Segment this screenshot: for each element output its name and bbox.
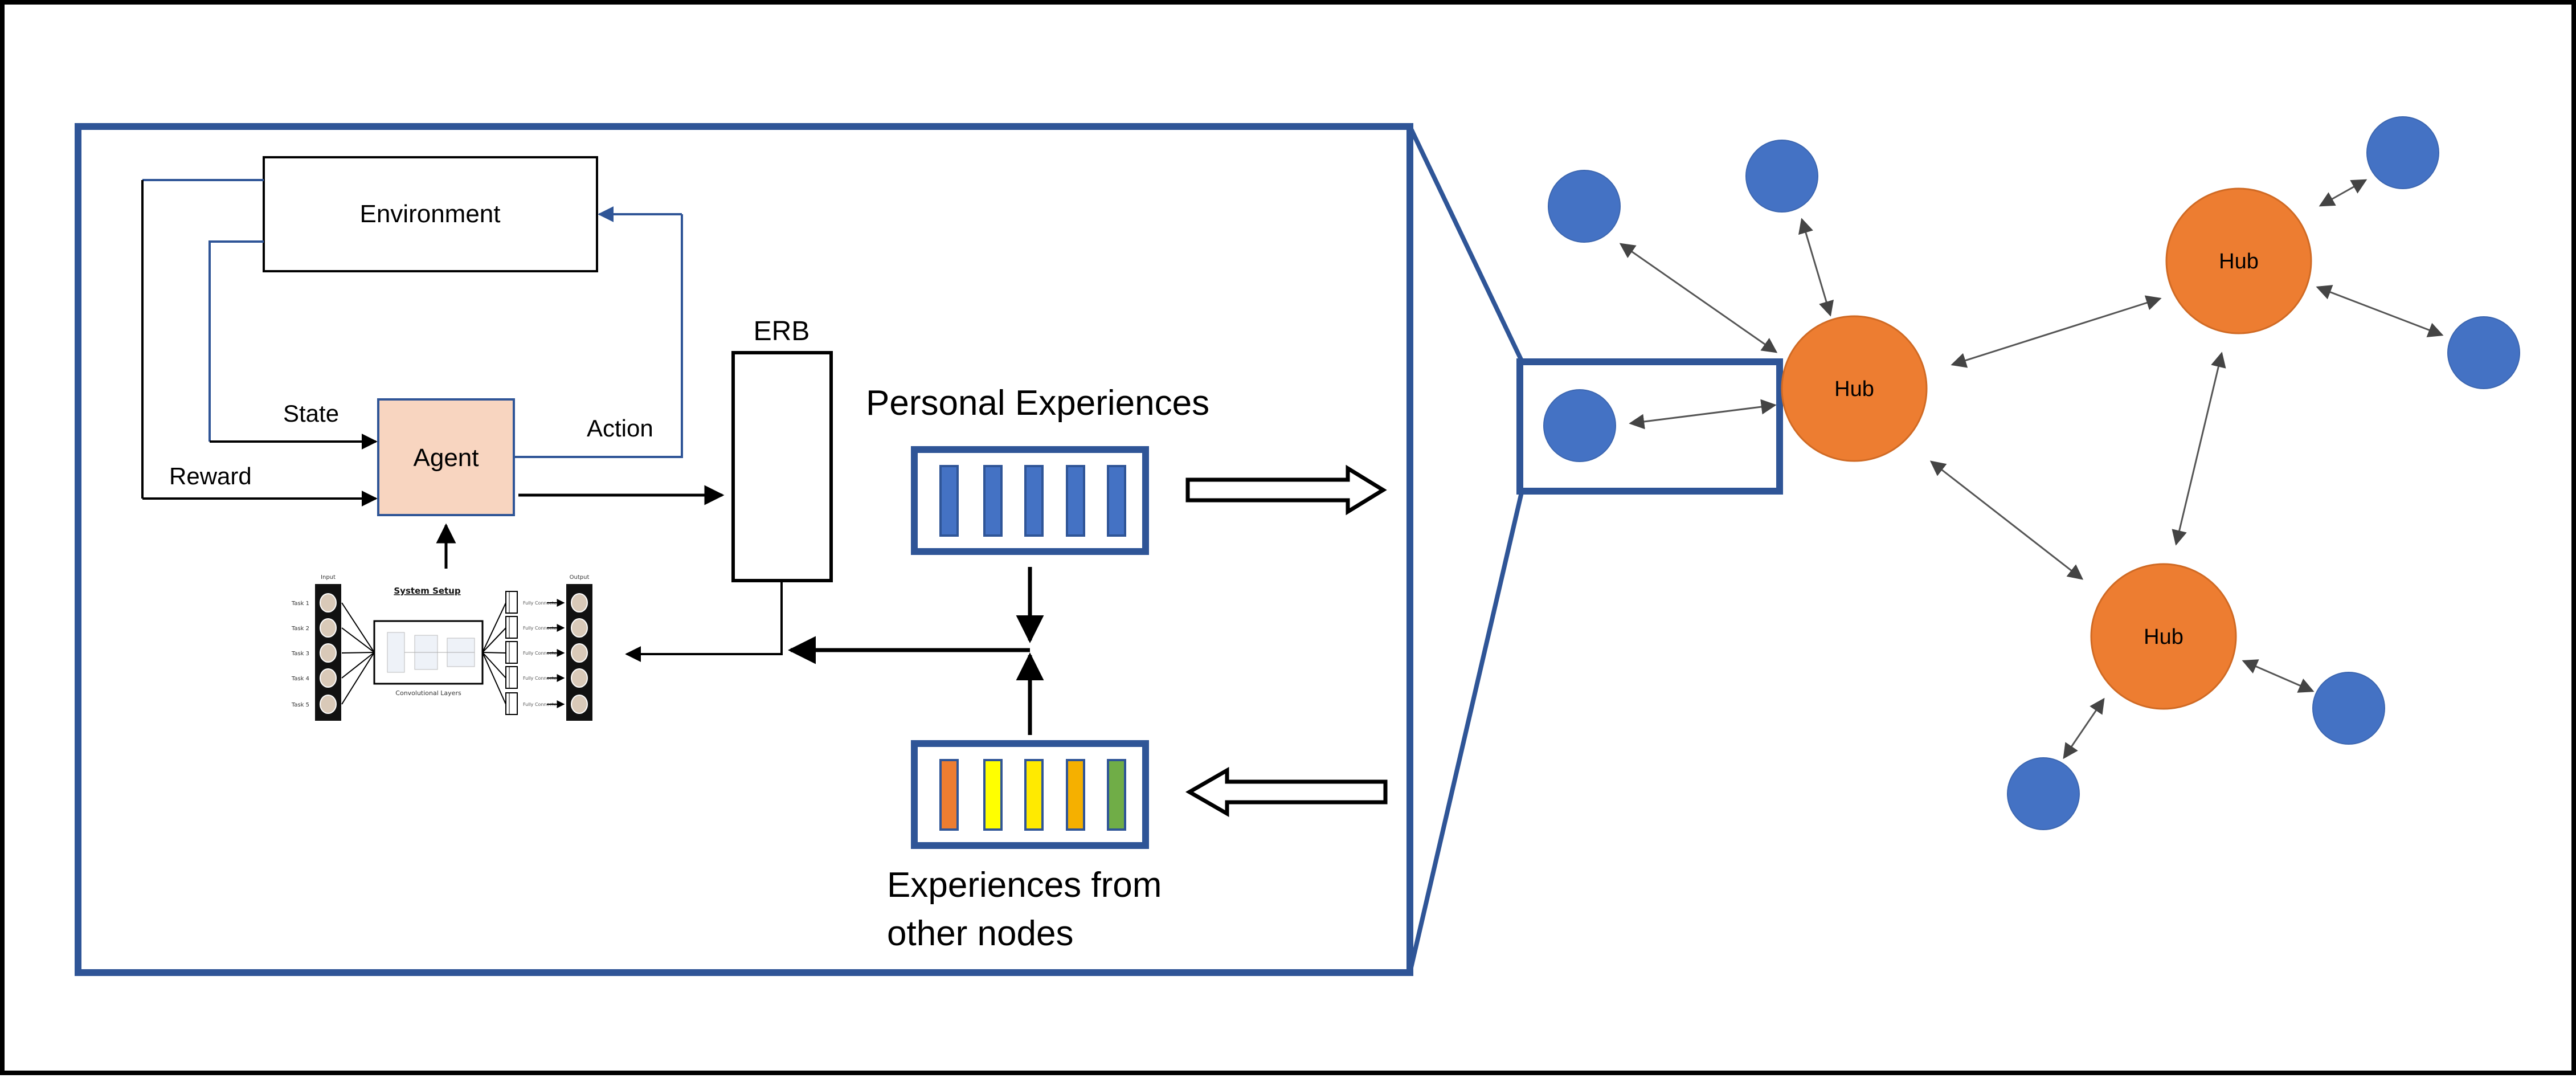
task-label: Task 3 [291, 651, 309, 657]
other-experiences-line1: Experiences from [887, 865, 1162, 905]
reward-label: Reward [169, 463, 252, 489]
brain-scan-icon [571, 668, 588, 688]
input-fan-line [341, 652, 375, 654]
state-label: State [283, 400, 339, 427]
agent-box [377, 398, 515, 516]
environment-box [263, 156, 598, 272]
network-node [1548, 170, 1621, 243]
hub-label: Hub [2219, 250, 2259, 273]
other-experience-bar [1107, 759, 1126, 831]
output-label: Output [570, 574, 590, 581]
fc-block [505, 616, 518, 639]
network-node [2007, 757, 2080, 830]
other-experiences-line2: other nodes [887, 914, 1073, 953]
fc-label: Fully Connected [523, 601, 559, 606]
fc-label: Fully Connected [523, 702, 559, 707]
brain-scan-icon [320, 618, 337, 638]
output-fan-line [482, 652, 506, 705]
state-path [208, 240, 264, 442]
fc-block [505, 692, 518, 715]
fc-block [505, 641, 518, 664]
system-setup-title: System Setup [394, 586, 461, 596]
action-label: Action [587, 415, 653, 442]
personal-experience-bar [983, 465, 1003, 537]
personal-experiences-label: Personal Experiences [866, 383, 1209, 423]
other-experience-bar [939, 759, 959, 831]
other-experience-bar [983, 759, 1003, 831]
other-experience-bar [1024, 759, 1044, 831]
task-label: Task 4 [291, 676, 309, 682]
output-fan-line [482, 652, 506, 679]
brain-scan-icon [571, 643, 588, 663]
focus-node-box [1516, 358, 1783, 495]
zoom-panel [75, 123, 1413, 976]
task-label: Task 2 [291, 626, 309, 632]
fc-block [505, 666, 518, 689]
network-edge [2319, 179, 2368, 207]
personal-experience-bar [1066, 465, 1085, 537]
other-experience-bar [1066, 759, 1085, 831]
network-edge [2316, 285, 2444, 337]
brain-scan-icon [571, 593, 588, 612]
output-fan-line [482, 602, 506, 653]
personal-experience-bar [939, 465, 959, 537]
network-edge [1951, 295, 2162, 368]
action-path [514, 214, 683, 458]
task-label: Task 5 [291, 702, 309, 708]
brain-scan-icon [571, 618, 588, 638]
outgoing-hollow-arrow [1185, 464, 1387, 516]
hub-node [2165, 187, 2312, 334]
input-label: Input [321, 574, 336, 581]
input-fan-line [341, 652, 375, 679]
zoom-line-top [1408, 125, 1524, 363]
network-edge [2242, 659, 2315, 693]
network-node [1543, 389, 1616, 462]
hub-node [1781, 315, 1928, 462]
network-node [2312, 672, 2385, 745]
erb-label: ERB [754, 316, 810, 346]
input-fan-line [341, 652, 375, 705]
erb-output-line [625, 581, 783, 662]
brain-scan-icon [320, 695, 337, 714]
hub-node [2090, 563, 2237, 710]
network-edge [1929, 460, 2084, 580]
network-edge [1798, 218, 1834, 317]
incoming-hollow-arrow [1185, 766, 1388, 818]
brain-scan-icon [320, 643, 337, 663]
hub-label: Hub [1834, 377, 1874, 401]
environment-label: Environment [359, 200, 500, 228]
input-fan-line [341, 627, 375, 653]
hub-label: Hub [2144, 625, 2184, 649]
network-node [2366, 116, 2439, 189]
network-node [2447, 316, 2520, 389]
fc-label: Fully Connected [523, 626, 559, 631]
zoom-line-bottom [1408, 489, 1524, 973]
conv-inner-1 [387, 632, 405, 673]
agent-label: Agent [414, 444, 479, 472]
network-edge [1629, 399, 1777, 430]
brain-scan-icon [571, 695, 588, 714]
task-label: Task 1 [291, 601, 309, 607]
output-fan-line [482, 627, 506, 653]
system-setup-figure: Task 1 Task 2 Task 3 Task 4 Task 5 Input Out… [291, 574, 592, 721]
brain-scan-icon [320, 593, 337, 612]
network-edge [2172, 352, 2226, 546]
input-fan-line [341, 602, 375, 653]
fc-block [505, 591, 518, 614]
fc-label: Fully Connected [523, 676, 559, 681]
output-fan-line [482, 652, 506, 654]
fc-label: Fully Connected [523, 651, 559, 656]
erb-box [731, 351, 833, 582]
network-edge [1619, 243, 1778, 353]
personal-experience-bar [1107, 465, 1126, 537]
network-node [1745, 140, 1818, 213]
network-edge [2063, 697, 2105, 760]
conv-label: Convolutional Layers [395, 689, 461, 697]
brain-scan-icon [320, 668, 337, 688]
personal-experience-bar [1024, 465, 1044, 537]
